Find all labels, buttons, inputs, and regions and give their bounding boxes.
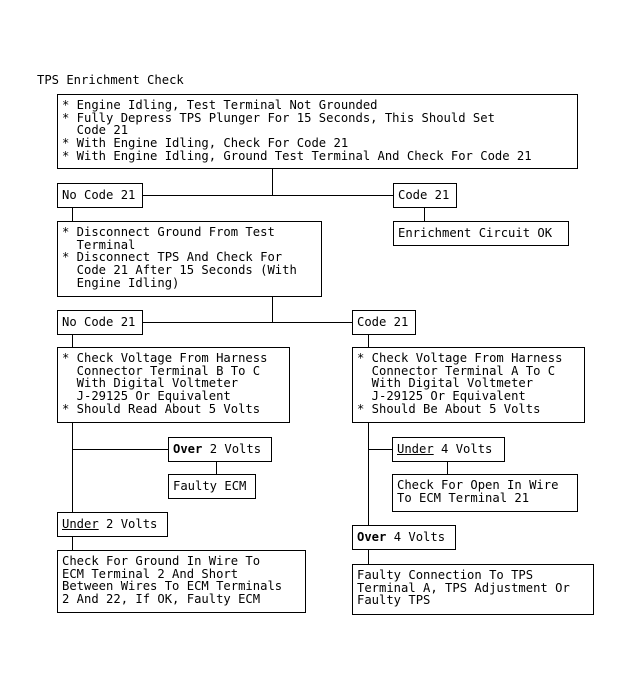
step-line: Check For Ground In Wire To [62,554,261,568]
step-line: Connector Terminal A To C [357,363,556,378]
initial-check-box: * Engine Idling, Test Terminal Not Groun… [57,94,578,169]
voltage-result-label: Under 4 Volts [397,442,500,456]
voltage-value: 2 Volts [202,442,262,456]
disconnect-tps-box: * Disconnect Ground From Test Terminal *… [57,221,322,297]
step-line: Engine Idling) [62,275,180,290]
step-line: Between Wires To ECM Terminals [62,579,283,594]
diagram-title: TPS Enrichment Check [37,73,184,87]
under-2-volts-box: Under 2 Volts [57,512,168,537]
under-keyword: Under [62,517,99,531]
check-voltage-b-to-c-box: * Check Voltage From Harness Connector T… [57,347,290,423]
check-ground-box: Check For Ground In Wire To ECM Terminal… [57,550,306,613]
check-voltage-a-to-c-box: * Check Voltage From Harness Connector T… [352,347,585,423]
enrichment-circuit-ok-box: Enrichment Circuit OK [393,221,569,246]
voltage-result-label: Under 2 Volts [62,517,163,531]
result-no-code-21-second: No Code 21 [57,310,143,335]
under-keyword: Under [397,442,434,456]
step-line: * With Engine Idling, Check For Code 21 [62,136,349,151]
step-line: ECM Terminal 2 And Short [62,566,239,581]
result-label: Code 21 [357,315,409,329]
step-line: Code 21 [62,123,129,138]
step-line: Check For Open In Wire [397,478,559,492]
result-code-21-second: Code 21 [352,310,416,335]
voltage-value: 4 Volts [433,442,493,456]
step-line: * Engine Idling, Test Terminal Not Groun… [62,98,378,112]
faulty-connection-box: Faulty Connection To TPS Terminal A, TPS… [352,564,594,615]
step-line: To ECM Terminal 21 [397,490,530,505]
step-line: Code 21 After 15 Seconds (With [62,263,297,278]
step-line: 2 And 22, If OK, Faulty ECM [62,592,261,607]
step-line: Terminal [62,237,136,252]
step-line: * Disconnect Ground From Test [62,225,275,239]
result-code-21-first: Code 21 [393,183,457,208]
step-line: J-29125 Or Equivalent [357,389,526,404]
check-open-box: Check For Open In Wire To ECM Terminal 2… [392,474,578,512]
step-line: * Should Read About 5 Volts [62,401,261,416]
over-keyword: Over [357,530,387,544]
step-line: * Should Be About 5 Volts [357,401,541,416]
voltage-value: 2 Volts [98,517,158,531]
over-2-volts-box: Over 2 Volts [168,437,272,462]
conclusion-label: Enrichment Circuit OK [398,226,553,240]
faulty-ecm-box: Faulty ECM [168,474,256,499]
step-line: With Digital Voltmeter [62,376,239,391]
conclusion-label: Faulty ECM [173,479,247,493]
under-4-volts-box: Under 4 Volts [392,437,505,462]
step-line: With Digital Voltmeter [357,376,534,391]
step-line: Faulty TPS [357,593,431,608]
result-label: No Code 21 [62,188,136,202]
step-line: Faulty Connection To TPS [357,568,534,582]
step-line: * With Engine Idling, Ground Test Termin… [62,148,532,163]
voltage-result-label: Over 2 Volts [173,442,267,456]
step-line: Terminal A, TPS Adjustment Or [357,580,570,595]
step-line: J-29125 Or Equivalent [62,389,231,404]
result-label: No Code 21 [62,315,136,329]
over-keyword: Over [173,442,203,456]
step-line: * Check Voltage From Harness [357,351,563,365]
result-label: Code 21 [398,188,450,202]
voltage-result-label: Over 4 Volts [357,530,451,544]
voltage-value: 4 Volts [386,530,446,544]
step-line: * Fully Depress TPS Plunger For 15 Secon… [62,110,495,125]
result-no-code-21-first: No Code 21 [57,183,143,208]
step-line: Connector Terminal B To C [62,363,261,378]
step-line: * Disconnect TPS And Check For [62,250,283,265]
step-line: * Check Voltage From Harness [62,351,268,365]
over-4-volts-box: Over 4 Volts [352,525,456,550]
